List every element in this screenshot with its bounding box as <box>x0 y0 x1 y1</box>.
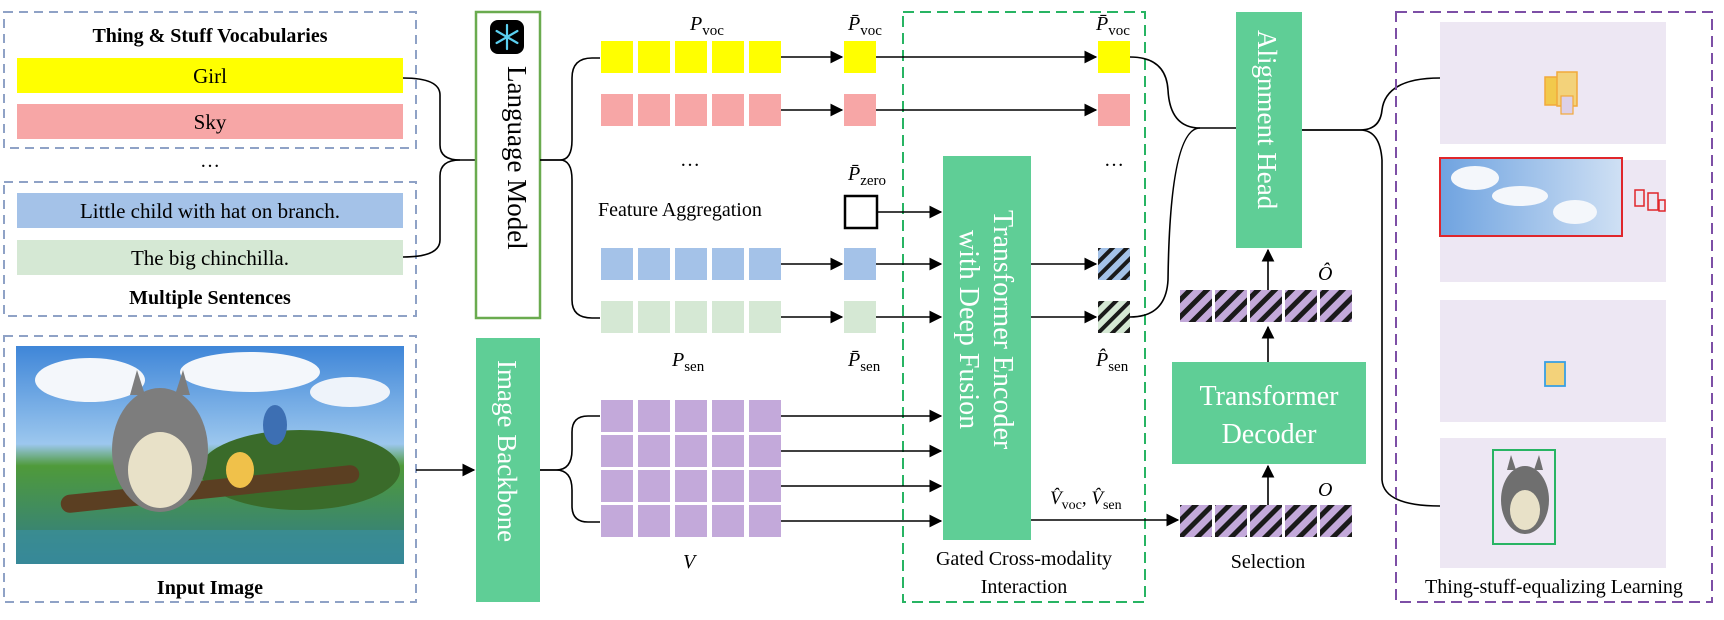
sentence-caption: Multiple Sentences <box>129 287 291 309</box>
voc-pass-through-arrows <box>876 50 1098 117</box>
p-sen-green-tokens <box>601 301 781 333</box>
result-card-sky <box>1439 157 1666 282</box>
gated-caption-line1: Gated Cross-modality <box>936 548 1112 570</box>
vocabulary-title: Thing & Stuff Vocabularies <box>92 25 327 47</box>
encoder-label-line1: Transformer Encoder <box>987 210 1018 450</box>
image-backbone-block: Image Backbone <box>476 338 540 602</box>
v-label: V <box>683 551 698 573</box>
sentence-item-label: Little child with hat on branch. <box>80 199 340 223</box>
alignment-input-connectors <box>1129 56 1236 318</box>
vocab-ellipsis: … <box>200 150 220 172</box>
pbar-sen-label: P̄sen <box>847 349 881 375</box>
pbar-zero-token <box>843 194 879 230</box>
pbar-sky-token <box>844 94 876 126</box>
alignment-output-connectors <box>1302 77 1441 507</box>
pbar-sen-green-token <box>844 301 876 333</box>
visual-feature-grid <box>601 400 781 537</box>
input-image-caption: Input Image <box>157 577 263 599</box>
p-voc-tokens <box>601 41 781 73</box>
phat-sky-token <box>1098 94 1130 126</box>
result-card-girl <box>1440 22 1666 144</box>
snowflake-icon <box>490 20 524 54</box>
input-image-panel: Input Image <box>3 335 417 603</box>
encoder-input-arrows <box>781 205 943 528</box>
gated-cross-modality-panel <box>902 11 1146 603</box>
tse-caption: Thing-stuff-equalizing Learning <box>1425 576 1683 598</box>
feature-aggregation-label: Feature Aggregation <box>598 199 762 221</box>
phat-voc-token <box>1098 41 1130 73</box>
image-backbone-label: Image Backbone <box>492 360 522 542</box>
decoder-label-line2: Decoder <box>1222 419 1318 450</box>
tse-learning-panel <box>1395 11 1713 603</box>
lm-output-connectors <box>540 57 600 319</box>
selection-label: Selection <box>1231 551 1305 573</box>
gated-caption-line2: Interaction <box>981 576 1068 598</box>
vhat-label: V̂voc, V̂sen <box>1050 488 1122 513</box>
selection-queries-o <box>1180 505 1352 537</box>
sentence-item-label: The big chinchilla. <box>131 246 289 270</box>
p-sky-tokens <box>601 94 781 126</box>
pbar-voc-label: P̄voc <box>847 13 882 39</box>
tokens-ellipsis: … <box>680 149 700 171</box>
o-label: O <box>1318 479 1332 501</box>
vocabulary-panel: Thing & Stuff Vocabularies Girl Sky <box>3 11 417 149</box>
p-sen-label: Psen <box>671 349 705 375</box>
transformer-encoder-block: Transformer Encoder with Deep Fusion <box>943 156 1031 540</box>
language-model-block: Language Model <box>474 10 542 320</box>
phat-sen-label: P̂sen <box>1095 348 1129 375</box>
encoder-label-line2: with Deep Fusion <box>953 230 984 429</box>
alignment-head-block: Alignment Head <box>1236 12 1302 248</box>
sentence-item <box>17 240 403 275</box>
result-card-child <box>1440 300 1666 422</box>
ohat-label: Ô <box>1318 261 1332 285</box>
text-input-connectors <box>402 77 476 258</box>
backbone-output-connectors <box>540 415 600 523</box>
vocab-item-girl <box>17 58 403 93</box>
phat-voc-label: P̄voc <box>1095 13 1130 39</box>
sentence-panel: Little child with hat on branch. The big… <box>3 181 417 317</box>
vocab-item-sky <box>17 104 403 139</box>
encoder-output-arrows <box>1031 257 1098 324</box>
sentence-item <box>17 193 403 228</box>
phat-sen-green-token <box>1098 301 1130 333</box>
transformer-decoder-block: Transformer Decoder <box>1172 362 1366 464</box>
input-image <box>16 346 404 564</box>
right-ellipsis: … <box>1104 149 1124 171</box>
p-sen-blue-tokens <box>601 248 781 280</box>
p-voc-label: Pvoc <box>689 13 724 39</box>
vocab-item-label: Girl <box>193 64 227 88</box>
alignment-head-label: Alignment Head <box>1252 30 1282 210</box>
decoded-queries-ohat <box>1180 290 1352 322</box>
pbar-voc-token <box>844 41 876 73</box>
decoder-label-line1: Transformer <box>1200 381 1340 412</box>
pbar-sen-blue-token <box>844 248 876 280</box>
result-card-chinchilla <box>1440 438 1666 568</box>
vocab-item-label: Sky <box>194 110 227 134</box>
language-model-label: Language Model <box>502 66 532 250</box>
phat-sen-blue-token <box>1098 248 1130 280</box>
pbar-zero-label: P̄zero <box>847 163 886 189</box>
aggregation-arrows <box>781 50 844 324</box>
